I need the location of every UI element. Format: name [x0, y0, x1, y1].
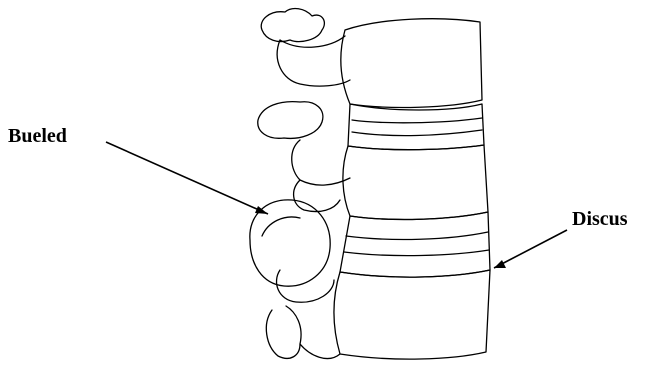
upper-facet	[261, 9, 324, 42]
vertebral-body-2	[343, 145, 488, 219]
discus-arrowhead	[494, 260, 506, 268]
disc-2	[340, 212, 490, 277]
lower-spine	[266, 306, 301, 358]
discus-label: Discus	[572, 208, 628, 231]
disc-1	[348, 104, 484, 150]
bueled-pointer-line	[106, 142, 268, 214]
vertebral-body-3	[334, 270, 490, 359]
bueled-label: Bueled	[8, 125, 67, 148]
vertebral-body-1	[341, 19, 482, 108]
spinous-process-1	[258, 102, 323, 139]
bueled-arrowhead	[255, 206, 268, 214]
discus-pointer-line	[494, 230, 567, 268]
